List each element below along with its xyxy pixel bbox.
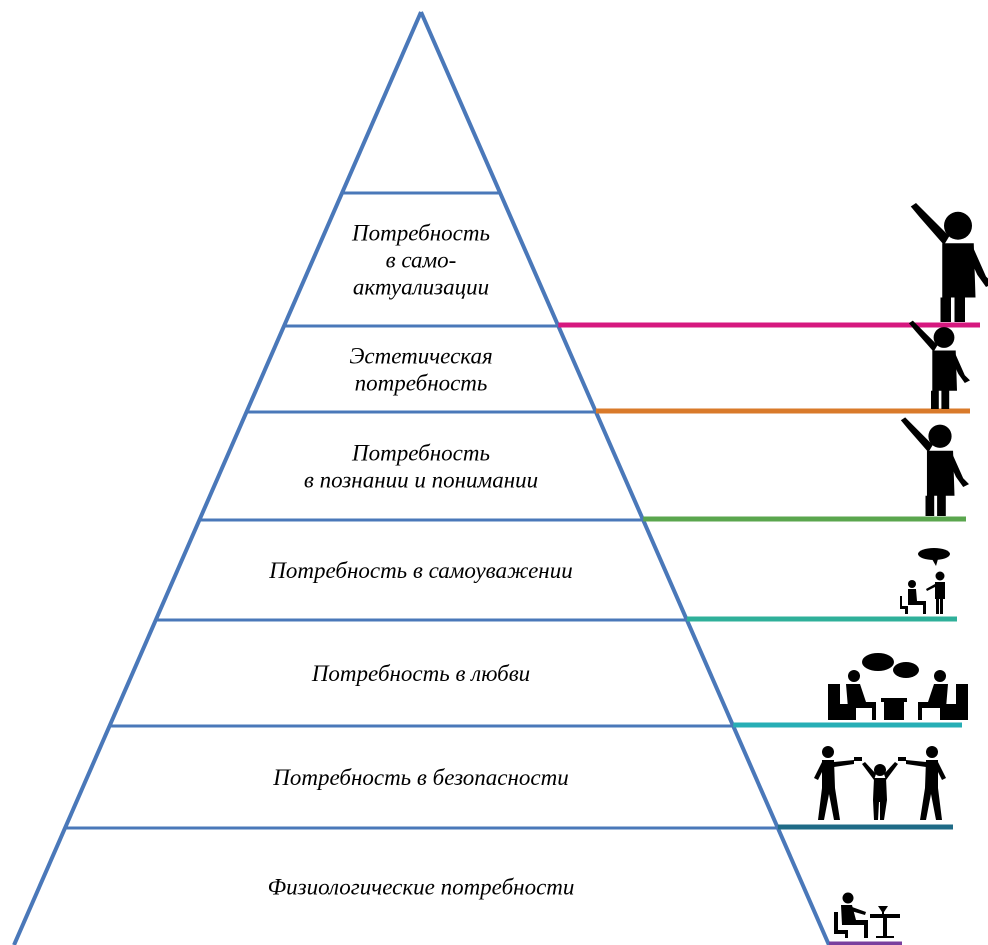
level-2-label-line: Потребность (351, 221, 490, 246)
extension-lines (558, 322, 980, 945)
person-arm-raised-icon (900, 417, 969, 516)
pyramid-left-edge (12, 11, 423, 945)
level-2-label-line: в само- (386, 248, 457, 273)
level-5-label: Потребность в самоуважении (268, 558, 572, 583)
level-8-label: Физиологические потребности (268, 875, 575, 900)
level-8-label-line: Физиологические потребности (268, 875, 575, 900)
two-people-conversation-icon (828, 653, 968, 720)
level-2-label-line: актуализации (353, 275, 489, 300)
pyramid-right-edge (419, 11, 831, 945)
level-5-label-line: Потребность в самоуважении (268, 558, 572, 583)
level-7-label-line: Потребность в безопасности (272, 765, 568, 790)
person-arm-raised-icon (910, 203, 988, 322)
level-3-label-line: потребность (355, 371, 488, 396)
level-6-label: Потребность в любви (311, 661, 530, 686)
level-4-label-line: в познании и понимании (304, 468, 538, 493)
level-6-label-line: Потребность в любви (311, 661, 530, 686)
person-arm-raised-icon (908, 320, 970, 409)
level-4-label-line: Потребность (351, 441, 490, 466)
people-threatened-icon (814, 746, 946, 820)
person-eating-at-table-icon (834, 892, 900, 938)
pyramid-outline (12, 11, 831, 945)
level-7-label: Потребность в безопасности (272, 765, 568, 790)
level-3-label-line: Эстетическая (349, 344, 492, 369)
person-speaking-to-seated-person-icon (900, 548, 950, 614)
